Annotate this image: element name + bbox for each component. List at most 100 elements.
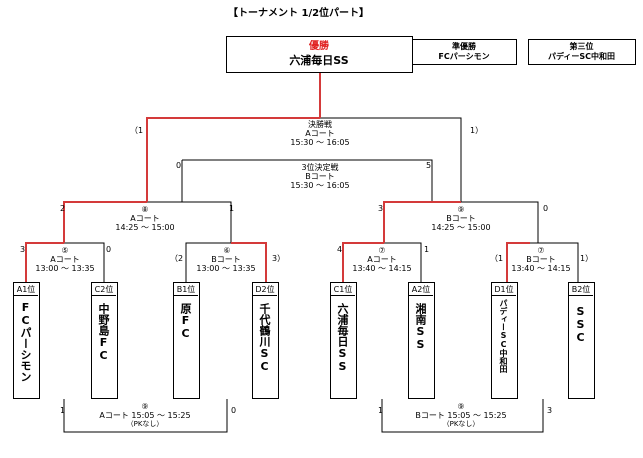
- qf3-score-right: 1: [424, 245, 430, 254]
- team-seed: A2位: [411, 285, 431, 294]
- team-seed: D1位: [494, 285, 514, 294]
- qf4-right: [530, 242, 579, 282]
- team-box-4: D2位 千代鶴川SC: [252, 282, 279, 399]
- third-place-court: Bコート: [305, 172, 335, 181]
- bottom-left-note: （PKなし）: [126, 420, 164, 428]
- bottom-left-court: Aコート: [99, 411, 129, 420]
- qf2-score-left: （2: [170, 254, 184, 263]
- qf3-right: [384, 242, 422, 282]
- team-box-8: B2位 SSC: [568, 282, 595, 399]
- team-box-3: B1位 原FC: [173, 282, 200, 399]
- final-line-right: [320, 117, 462, 202]
- semi-right-score-left: 3: [378, 204, 384, 213]
- team-box-5: C1位 六浦毎日SS: [330, 282, 357, 399]
- bottom-right-time: Bコート 15:05 〜 15:25: [406, 411, 516, 420]
- runner-up-box: 準優勝 FCパーシモン: [412, 39, 517, 65]
- bottom-right-court: Bコート: [415, 411, 445, 420]
- team-seed: A1位: [16, 285, 36, 294]
- semi-right-no: ⑨: [457, 205, 465, 214]
- qf1-right: [64, 242, 105, 282]
- semi-right-right-branch: [461, 201, 539, 243]
- qf2-left: [185, 242, 231, 282]
- bottom-left-bracket: [63, 399, 228, 433]
- qf4-time: 13:40 〜 14:15: [511, 264, 571, 273]
- team-seed: C1位: [333, 285, 353, 294]
- semi-left-right-branch: [147, 201, 232, 243]
- bottom-right-time-value: 15:05 〜 15:25: [447, 411, 507, 420]
- runner-up-label: 準優勝: [452, 42, 476, 51]
- team-seed: B1位: [176, 285, 196, 294]
- qf1-time: 13:00 〜 13:35: [35, 264, 95, 273]
- third-place-score-left: 0: [176, 161, 182, 170]
- qf3-no: ⑦: [378, 246, 386, 255]
- team-name: FCパーシモン: [19, 301, 32, 382]
- win-path-qf2: [231, 242, 267, 282]
- third-place-time: 15:30 〜 16:05: [290, 181, 350, 190]
- semi-left-time: 14:25 〜 15:00: [115, 223, 175, 232]
- qf1-score-right: 0: [106, 245, 112, 254]
- bottom-left-score-right: 0: [231, 406, 237, 415]
- win-path-qf1: [25, 242, 64, 282]
- bottom-right-score-left: 1: [378, 406, 384, 415]
- semi-right-score-right: 0: [543, 204, 549, 213]
- team-name: 原FC: [179, 303, 192, 340]
- semi-left-score-left: 2: [60, 204, 66, 213]
- team-name: 湘南SS: [414, 303, 427, 351]
- qf1-score-left: 3: [20, 245, 26, 254]
- third-box: 第三位 パディーSC中和田: [528, 39, 636, 65]
- team-seed: D2位: [255, 285, 275, 294]
- runner-up-name: FCパーシモン: [438, 52, 490, 61]
- bottom-right-score-right: 3: [547, 406, 553, 415]
- qf3-court: Aコート: [367, 255, 397, 264]
- team-name: パディーSC中和田: [499, 299, 508, 373]
- bottom-left-score-left: 1: [60, 406, 66, 415]
- team-name: SSC: [574, 305, 587, 344]
- final-score-left: （1: [130, 126, 144, 135]
- team-name: 六浦毎日SS: [336, 303, 349, 373]
- semi-right-court: Bコート: [446, 214, 476, 223]
- team-box-1: A1位 FCパーシモン: [13, 282, 40, 399]
- winner-name: 六浦毎日SS: [289, 54, 349, 67]
- qf3-time: 13:40 〜 14:15: [352, 264, 412, 273]
- final-time: 15:30 〜 16:05: [290, 138, 350, 147]
- bottom-right-no: ⑨: [457, 402, 465, 411]
- qf2-no: ⑥: [223, 246, 231, 255]
- bottom-right-bracket: [381, 399, 544, 433]
- qf2-time: 13:00 〜 13:35: [196, 264, 256, 273]
- team-box-2: C2位 中野島FC: [91, 282, 118, 399]
- win-path-qf4: [506, 242, 530, 282]
- third-name: パディーSC中和田: [547, 52, 616, 61]
- qf2-court: Bコート: [211, 255, 241, 264]
- third-place-title: 3位決定戦: [301, 163, 339, 172]
- semi-left-court: Aコート: [130, 214, 160, 223]
- page-title: 【トーナメント 1/2位パート】: [228, 8, 370, 19]
- bottom-left-no: ⑨: [141, 402, 149, 411]
- qf4-score-left: （1: [490, 254, 504, 263]
- third-label: 第三位: [569, 42, 594, 51]
- win-path-semi-left: [63, 201, 147, 243]
- qf4-court: Bコート: [526, 255, 556, 264]
- team-seed: B2位: [571, 285, 591, 294]
- team-box-7: D1位 パディーSC中和田: [491, 282, 518, 399]
- team-name: 中野島FC: [97, 303, 110, 362]
- third-place-score-right: 5: [426, 161, 432, 170]
- team-seed: C2位: [94, 285, 114, 294]
- semi-left-no: ⑧: [141, 205, 149, 214]
- team-name: 千代鶴川SC: [258, 303, 271, 373]
- semi-left-score-right: 1: [229, 204, 235, 213]
- final-court: Aコート: [305, 129, 335, 138]
- win-path-semi-right: [383, 201, 461, 243]
- semi-right-time: 14:25 〜 15:00: [431, 223, 491, 232]
- qf4-no: ⑦: [537, 246, 545, 255]
- qf1-court: Aコート: [50, 255, 80, 264]
- win-path-qf3: [342, 242, 384, 282]
- final-score-right: 1）: [470, 126, 484, 135]
- qf1-no: ⑤: [61, 246, 69, 255]
- qf4-score-right: 1）: [580, 254, 594, 263]
- team-box-6: A2位 湘南SS: [408, 282, 435, 399]
- winner-box: 優勝 六浦毎日SS: [226, 36, 413, 73]
- final-title: 決勝戦: [308, 120, 332, 129]
- qf3-score-left: 4: [337, 245, 343, 254]
- bottom-left-time-value: 15:05 〜 15:25: [131, 411, 191, 420]
- win-path-final-left: [146, 117, 320, 202]
